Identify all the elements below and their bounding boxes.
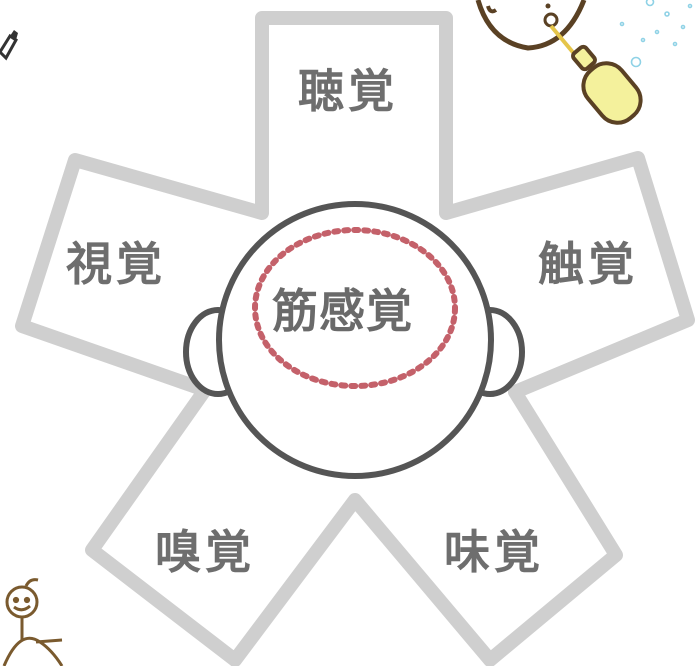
bubbles-icon <box>619 0 693 68</box>
sense-label-touch: 触覚 <box>538 237 638 291</box>
sense-label-taste: 味覚 <box>444 525 544 579</box>
sense-label-smell: 嗅覚 <box>155 525 255 579</box>
pen-icon <box>0 30 18 61</box>
sense-label-vision: 視覚 <box>66 237 166 291</box>
brain-dotted-circle <box>252 227 458 389</box>
stick-figure-icon <box>2 578 64 667</box>
baby-bottle-icon <box>475 0 643 125</box>
sense-label-hearing: 聴覚 <box>298 64 398 118</box>
head-shape <box>183 201 525 479</box>
center-label: 筋感覚 <box>272 284 413 338</box>
